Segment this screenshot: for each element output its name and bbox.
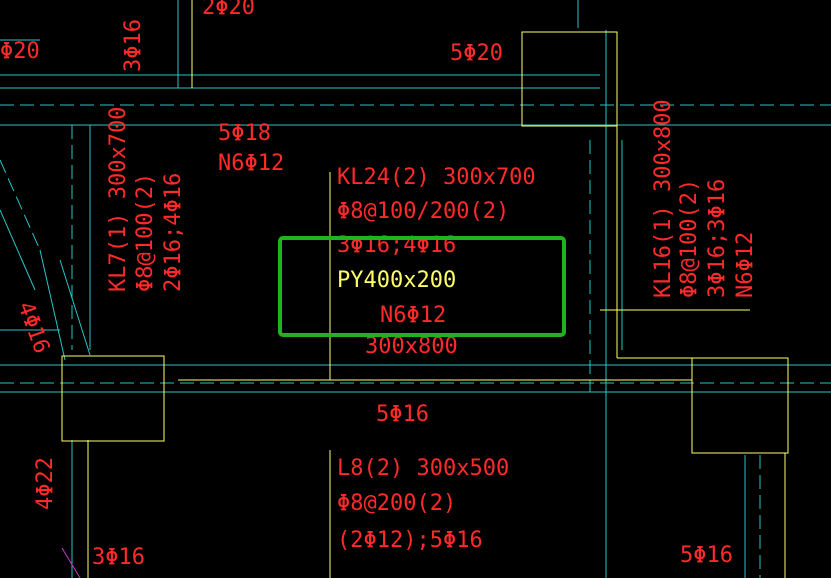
beam-outlines [61,0,789,578]
label-kl7-line3[interactable]: 2Φ16;4Φ16 [161,173,186,292]
label-kl24-line1[interactable]: KL24(2) 300x700 [337,165,536,190]
label-mid-16[interactable]: 5Φ16 [376,402,429,427]
label-kl7-line2[interactable]: Φ8@100(2) [133,173,158,292]
column-right[interactable] [691,357,789,454]
label-l8-line3[interactable]: (2Φ12);5Φ16 [337,528,483,553]
selection-highlight-box[interactable] [278,236,566,337]
label-top-right-20[interactable]: 5Φ20 [450,41,503,66]
label-kl16-line2[interactable]: Φ8@100(2) [677,179,702,298]
label-top-center-20[interactable]: 2Φ20 [202,0,255,20]
column-left[interactable] [61,355,165,442]
label-left-22[interactable]: 4Φ22 [33,457,58,510]
label-upper-18[interactable]: 5Φ18 [218,121,271,146]
label-kl16-line4[interactable]: N6Φ12 [733,232,758,298]
label-py-line1[interactable]: PY400x200 [337,268,456,293]
label-py-line2[interactable]: N6Φ12 [380,303,446,328]
label-kl24-line2[interactable]: Φ8@100/200(2) [337,199,509,224]
column-top-right[interactable] [521,31,618,127]
label-top-left-16-vertical[interactable]: 3Φ16 [121,19,146,72]
label-l8-line1[interactable]: L8(2) 300x500 [337,456,509,481]
label-l8-line2[interactable]: Φ8@200(2) [337,491,456,516]
label-bottom-right-16[interactable]: 5Φ16 [680,543,733,568]
label-kl16-line1[interactable]: KL16(1) 300x800 [651,99,676,298]
rebar-annotations: Φ20 2Φ20 5Φ20 3Φ16 5Φ18 N6Φ12 KL24(2) 30… [0,0,758,570]
label-kl7-line1[interactable]: KL7(1) 300x700 [106,107,131,292]
label-kl16-line3[interactable]: 3Φ16;3Φ16 [705,179,730,298]
label-upper-n6[interactable]: N6Φ12 [218,151,284,176]
label-top-left-20[interactable]: Φ20 [0,39,40,64]
label-bottom-left-16[interactable]: 3Φ16 [92,545,145,570]
label-py-line3[interactable]: 300x800 [365,334,458,359]
